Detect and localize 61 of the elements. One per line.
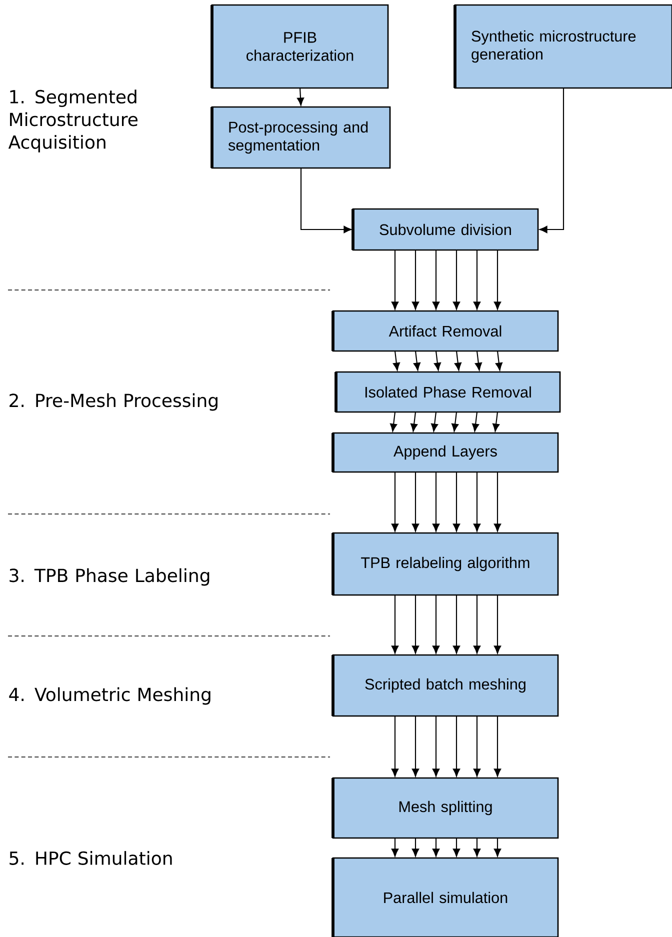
arrow xyxy=(391,472,399,532)
arrow xyxy=(391,595,399,654)
stage-label: 1. Segmented Microstructure Acquisition xyxy=(8,90,138,152)
arrow xyxy=(454,350,462,371)
arrow xyxy=(494,250,502,310)
arrow xyxy=(390,412,398,432)
stage-label: 2. Pre-Mesh Processing xyxy=(10,393,218,411)
arrow xyxy=(412,250,420,310)
process-box: Mesh splitting xyxy=(332,777,559,839)
arrow xyxy=(432,595,440,654)
arrow xyxy=(473,716,481,777)
arrow xyxy=(494,595,502,654)
arrow xyxy=(473,250,481,310)
arrow xyxy=(452,250,460,310)
arrow xyxy=(474,350,482,371)
arrow xyxy=(412,472,420,532)
arrow xyxy=(297,88,304,106)
arrow xyxy=(473,472,481,532)
process-box: Artifact Removal xyxy=(332,310,559,352)
arrow xyxy=(495,350,502,371)
arrow xyxy=(391,250,399,310)
arrow xyxy=(492,412,500,432)
stage-label: 4. Volumetric Meshing xyxy=(9,687,210,705)
arrow xyxy=(452,838,460,857)
arrow xyxy=(300,168,352,234)
process-box: Scripted batch meshing xyxy=(332,654,559,717)
arrow xyxy=(432,716,440,777)
arrow xyxy=(432,838,440,857)
arrow xyxy=(473,595,481,654)
process-box: Post-processing and segmentation xyxy=(210,106,391,169)
arrow xyxy=(412,595,420,654)
arrow xyxy=(392,350,400,371)
process-box: Isolated Phase Removal xyxy=(334,371,561,413)
stage-label: 3. TPB Phase Labeling xyxy=(10,568,210,586)
process-box: PFIB characterization xyxy=(210,4,389,89)
arrow xyxy=(494,472,502,532)
process-box: TPB relabeling algorithm xyxy=(332,532,559,596)
arrow xyxy=(472,412,480,432)
arrow xyxy=(452,716,460,777)
arrow xyxy=(432,250,440,310)
arrow xyxy=(412,838,420,857)
arrow xyxy=(494,716,502,777)
process-box: Subvolume division xyxy=(352,208,539,251)
arrow xyxy=(413,350,420,371)
arrow xyxy=(410,412,418,432)
arrow xyxy=(391,838,399,857)
arrow xyxy=(473,838,481,857)
arrow xyxy=(452,595,460,654)
arrow xyxy=(539,88,564,234)
arrow xyxy=(391,716,399,777)
arrow xyxy=(431,412,438,432)
arrow xyxy=(452,472,460,532)
process-box: Synthetic microstructure generation xyxy=(454,4,672,89)
arrow xyxy=(494,838,502,857)
process-box: Parallel simulation xyxy=(332,857,559,937)
arrow xyxy=(434,350,441,371)
stage-label: 5. HPC Simulation xyxy=(10,851,172,865)
process-box: Append Layers xyxy=(332,432,559,473)
arrow xyxy=(432,472,440,532)
arrow xyxy=(452,412,459,432)
arrow xyxy=(412,716,420,777)
